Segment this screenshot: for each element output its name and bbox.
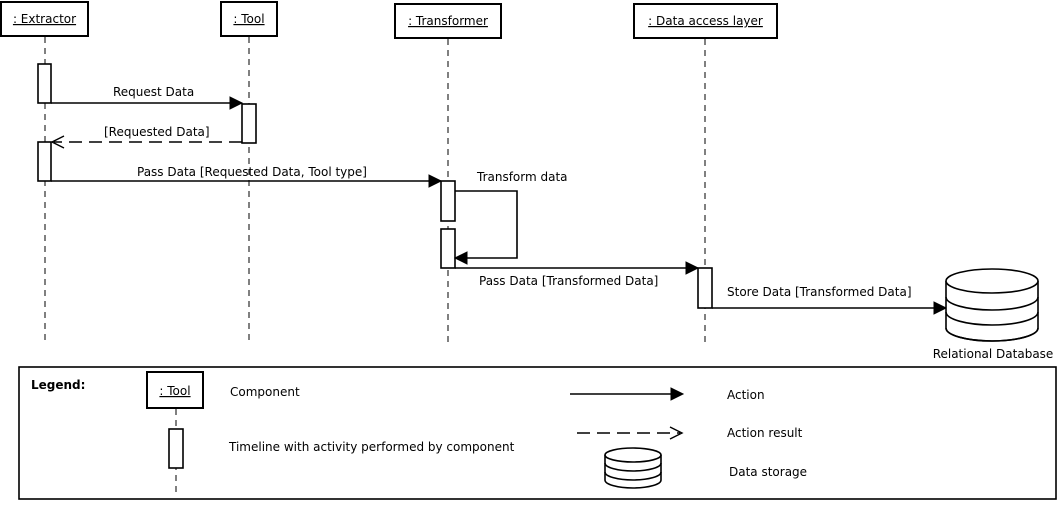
data-access-layer-activation <box>697 267 713 309</box>
legend-database-icon <box>604 447 662 489</box>
legend-action-result-label: Action result <box>727 426 803 440</box>
participant-tool[interactable]: : Tool <box>220 1 278 37</box>
legend-component-box <box>146 371 204 409</box>
transformer-activation-1 <box>440 180 456 222</box>
legend-action-result-arrowhead <box>669 426 684 440</box>
transformer-activation-2 <box>440 228 456 269</box>
extractor-activation-1 <box>37 63 52 104</box>
legend-component-label: Component <box>230 385 300 399</box>
extractor-activation-2 <box>37 141 52 182</box>
participant-data-access-layer[interactable]: : Data access layer <box>633 3 778 39</box>
tool-activation <box>241 103 257 144</box>
participant-tool-label: : Tool <box>233 12 264 26</box>
message-requested-data-label: [Requested Data] <box>104 125 210 139</box>
message-transform-data-label: Transform data <box>476 170 568 184</box>
message-store-data-label: Store Data [Transformed Data] <box>727 285 912 299</box>
legend-action-label: Action <box>727 388 765 402</box>
participant-extractor-label: : Extractor <box>13 12 76 26</box>
message-request-data: Request Data <box>51 85 244 110</box>
message-pass-data-tool: Pass Data [Requested Data, Tool type] <box>51 165 443 188</box>
message-store-data: Store Data [Transformed Data] <box>712 285 948 315</box>
message-pass-data-transformed-label: Pass Data [Transformed Data] <box>479 274 658 288</box>
participant-extractor[interactable]: : Extractor <box>0 1 89 37</box>
legend-activation-bar <box>168 428 184 469</box>
database-label: Relational Database <box>933 347 1054 361</box>
participant-transformer-label: : Transformer <box>408 14 488 28</box>
message-pass-data-transformed: Pass Data [Transformed Data] <box>455 261 700 288</box>
participant-data-access-layer-label: : Data access layer <box>648 14 763 28</box>
message-pass-data-tool-label: Pass Data [Requested Data, Tool type] <box>137 165 367 179</box>
legend-title: Legend: <box>31 378 85 392</box>
message-requested-data-return: [Requested Data] <box>50 125 242 149</box>
legend: Legend: : Tool Component Timeline with a… <box>18 366 1057 500</box>
legend-timeline-label: Timeline with activity performed by comp… <box>228 440 515 454</box>
participant-transformer[interactable]: : Transformer <box>394 3 502 39</box>
database-icon <box>945 268 1039 342</box>
message-request-data-label: Request Data <box>113 85 194 99</box>
legend-data-storage-label: Data storage <box>729 465 807 479</box>
message-transform-data: Transform data <box>453 170 568 265</box>
legend-action-arrowhead <box>670 387 685 401</box>
legend-component-sample-label: : Tool <box>159 384 190 398</box>
